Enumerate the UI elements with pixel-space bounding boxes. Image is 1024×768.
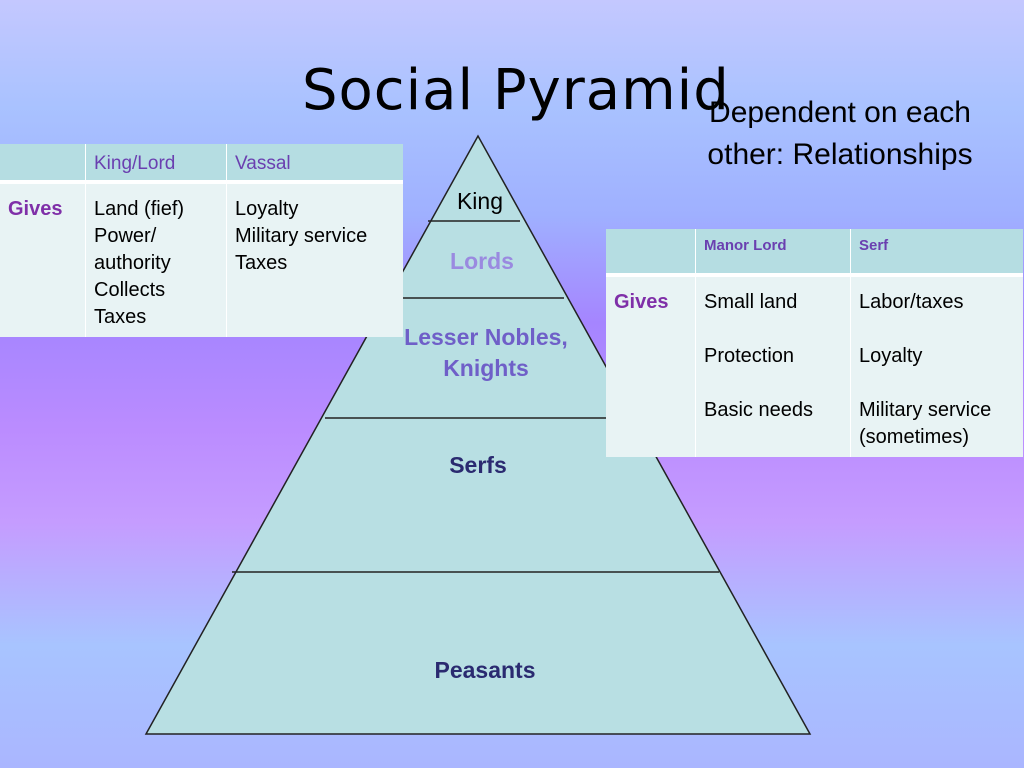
manor-lord-gives-cell: Small land Protection Basic needs [695, 275, 851, 457]
row-label-gives: Gives [606, 275, 696, 457]
pyramid-level-lords: Lords [450, 248, 514, 274]
pyramid-level-lesser-nobles: Lesser Nobles, Knights [404, 324, 568, 381]
cell-line: Loyalty [235, 198, 299, 220]
cell-line: (sometimes) [859, 426, 970, 448]
cell-line: Taxes [235, 252, 288, 274]
table-header-manor-lord: Manor Lord [695, 229, 851, 275]
table-header-empty [0, 144, 86, 182]
table-row: Gives Land (fief) Power/ authority Colle… [0, 182, 403, 337]
cell-line: Military service [859, 399, 992, 421]
row-label-gives: Gives [0, 182, 86, 337]
table-header-empty [606, 229, 696, 275]
table-header-vassal: Vassal [235, 153, 291, 174]
pyramid-level-serfs: Serfs [449, 452, 507, 478]
manor-lord-serf-table: Manor Lord Serf Gives Small land Protect… [606, 229, 1023, 457]
cell-line: Military service [235, 225, 368, 247]
cell-line: Power/ [94, 225, 157, 247]
cell-line: Loyalty [859, 345, 923, 367]
cell-line: authority [94, 252, 171, 274]
king-lord-gives-cell: Land (fief) Power/ authority Collects Ta… [85, 182, 227, 337]
pyramid-level-peasants: Peasants [434, 657, 536, 683]
table-header-king-lord: King/Lord [85, 144, 227, 182]
cell-line: Basic needs [704, 399, 813, 421]
cell-line: Labor/taxes [859, 291, 964, 313]
table-header-serf: Serf [859, 237, 889, 254]
page-title: Social Pyramid [302, 58, 730, 123]
subtitle: Dependent on each other: Relationships [707, 96, 973, 171]
vassal-gives-cell: Loyalty Military service Taxes [227, 182, 404, 337]
cell-line: Collects [94, 279, 166, 301]
pyramid-level-king: King [456, 188, 504, 214]
cell-line: Protection [704, 345, 795, 367]
table-row: Gives Small land Protection Basic needs … [606, 275, 1023, 457]
cell-line: Taxes [94, 306, 147, 328]
cell-line: Land (fief) [94, 198, 185, 220]
serf-gives-cell: Labor/taxes Loyalty Military service (so… [851, 275, 1024, 457]
king-vassal-table: King/Lord Vassal Gives Land (fief) Power… [0, 144, 403, 337]
table-header-row: Manor Lord Serf [606, 229, 1023, 275]
cell-line: Small land [704, 291, 798, 313]
table-header-row: King/Lord Vassal [0, 144, 403, 182]
